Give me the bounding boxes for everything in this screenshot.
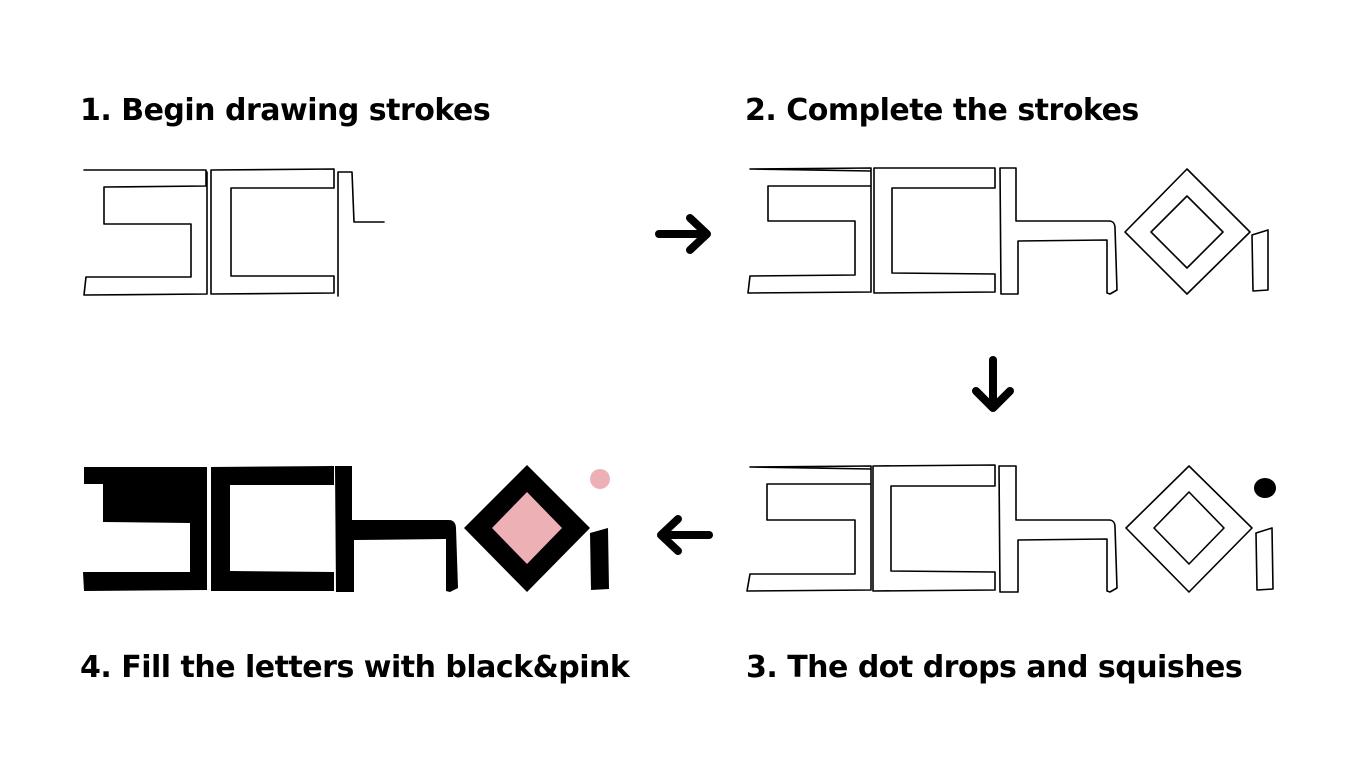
letter-h-partial-stroke	[337, 171, 385, 297]
letter-s-outline	[746, 465, 872, 592]
letter-c-filled	[211, 466, 334, 591]
letter-i-outline	[1255, 527, 1274, 591]
dropped-dot	[1254, 478, 1276, 498]
letter-c-outline	[872, 464, 996, 592]
letter-i-outline	[1251, 229, 1269, 292]
letter-c-outline	[873, 167, 996, 294]
letter-s-filled	[83, 467, 207, 591]
right-arrow-icon	[655, 214, 711, 254]
letter-c-stroke	[210, 168, 335, 295]
letter-h-filled	[335, 466, 458, 592]
letter-o-pink-center	[492, 492, 562, 564]
down-arrow-icon	[972, 356, 1014, 412]
letter-h-outline	[998, 465, 1118, 593]
step-2-title: 2. Complete the strokes	[745, 93, 1139, 128]
letter-o-outline-inner	[1150, 195, 1224, 269]
left-arrow-icon	[657, 515, 713, 555]
pink-dot	[590, 469, 610, 489]
letter-h-outline	[999, 167, 1118, 295]
letter-i-filled	[590, 528, 609, 590]
letter-s-stroke	[83, 169, 208, 296]
letter-o-outline-inner	[1153, 491, 1225, 565]
letter-s-outline	[747, 167, 872, 294]
step-3-title: 3. The dot drops and squishes	[746, 650, 1243, 685]
step-4-title: 4. Fill the letters with black&pink	[80, 650, 630, 685]
step-1-title: 1. Begin drawing strokes	[80, 93, 491, 128]
